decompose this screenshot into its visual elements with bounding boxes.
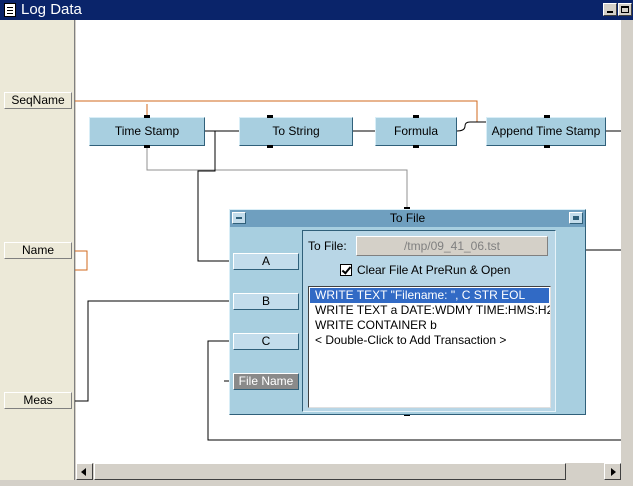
to-string-object[interactable]: To String <box>239 117 353 146</box>
scroll-right-button[interactable] <box>604 463 621 480</box>
name-pin[interactable]: Name <box>4 242 72 259</box>
sequence-out-pin <box>413 145 419 148</box>
sequence-out-pin <box>544 145 550 148</box>
window-bottom-border <box>0 480 633 486</box>
append-time-stamp-object[interactable]: Append Time Stamp <box>486 117 606 146</box>
scroll-left-button[interactable] <box>76 463 93 480</box>
sequence-in-pin <box>544 115 550 118</box>
input-pin-file-name[interactable]: File Name <box>233 373 299 390</box>
to-file-minimize-button[interactable] <box>232 212 246 224</box>
to-file-label: To File: <box>308 239 347 253</box>
transaction-list[interactable]: WRITE TEXT "Filename: ", C STR EOL WRITE… <box>308 286 551 408</box>
minimize-button[interactable] <box>603 3 617 16</box>
data-wire <box>75 300 232 402</box>
add-transaction-row[interactable]: < Double-Click to Add Transaction > <box>315 333 507 347</box>
clear-file-checkbox[interactable] <box>340 264 352 276</box>
transaction-row[interactable]: WRITE CONTAINER b <box>315 318 437 332</box>
sequence-in-pin <box>413 115 419 118</box>
input-pin-b[interactable]: B <box>233 293 299 310</box>
to-file-object[interactable]: To File A B C File Name To File: /tmp/09… <box>229 209 586 415</box>
file-path-field[interactable]: /tmp/09_41_06.tst <box>356 236 548 256</box>
seqname-pin[interactable]: SeqName <box>4 92 72 109</box>
time-stamp-object[interactable]: Time Stamp <box>89 117 205 146</box>
data-wire <box>207 340 621 441</box>
sequence-out-pin <box>267 145 273 148</box>
sequence-in-pin <box>144 115 150 118</box>
data-wire <box>456 121 487 132</box>
formula-object[interactable]: Formula <box>375 117 457 146</box>
sequence-wire <box>146 146 408 210</box>
meas-pin[interactable]: Meas <box>4 392 72 409</box>
document-icon <box>4 3 16 17</box>
to-file-maximize-button[interactable] <box>569 212 583 224</box>
input-terminal-panel: SeqName Name Meas <box>0 20 75 486</box>
to-file-body: To File: /tmp/09_41_06.tst Clear File At… <box>302 230 556 412</box>
clear-file-label: Clear File At PreRun & Open <box>357 263 511 277</box>
scroll-thumb[interactable] <box>94 463 566 480</box>
sequence-in-pin <box>404 207 410 210</box>
transaction-row[interactable]: WRITE TEXT "Filename: ", C STR EOL <box>310 288 549 303</box>
data-wire <box>197 130 232 262</box>
window-titlebar[interactable]: Log Data <box>0 0 633 20</box>
sequence-in-pin <box>267 115 273 118</box>
output-terminal-strip <box>621 20 633 463</box>
sequence-out-pin <box>144 145 150 148</box>
input-pin-c[interactable]: C <box>233 333 299 350</box>
to-file-titlebar[interactable]: To File <box>230 210 585 227</box>
sequence-wire <box>75 250 88 271</box>
to-file-title: To File <box>389 211 426 225</box>
transaction-row[interactable]: WRITE TEXT a DATE:WDMY TIME:HMS:H2 <box>315 303 551 317</box>
input-pin-a[interactable]: A <box>233 253 299 270</box>
maximize-button[interactable] <box>618 3 632 16</box>
horizontal-scrollbar[interactable] <box>76 463 621 480</box>
window-title: Log Data <box>21 1 82 18</box>
